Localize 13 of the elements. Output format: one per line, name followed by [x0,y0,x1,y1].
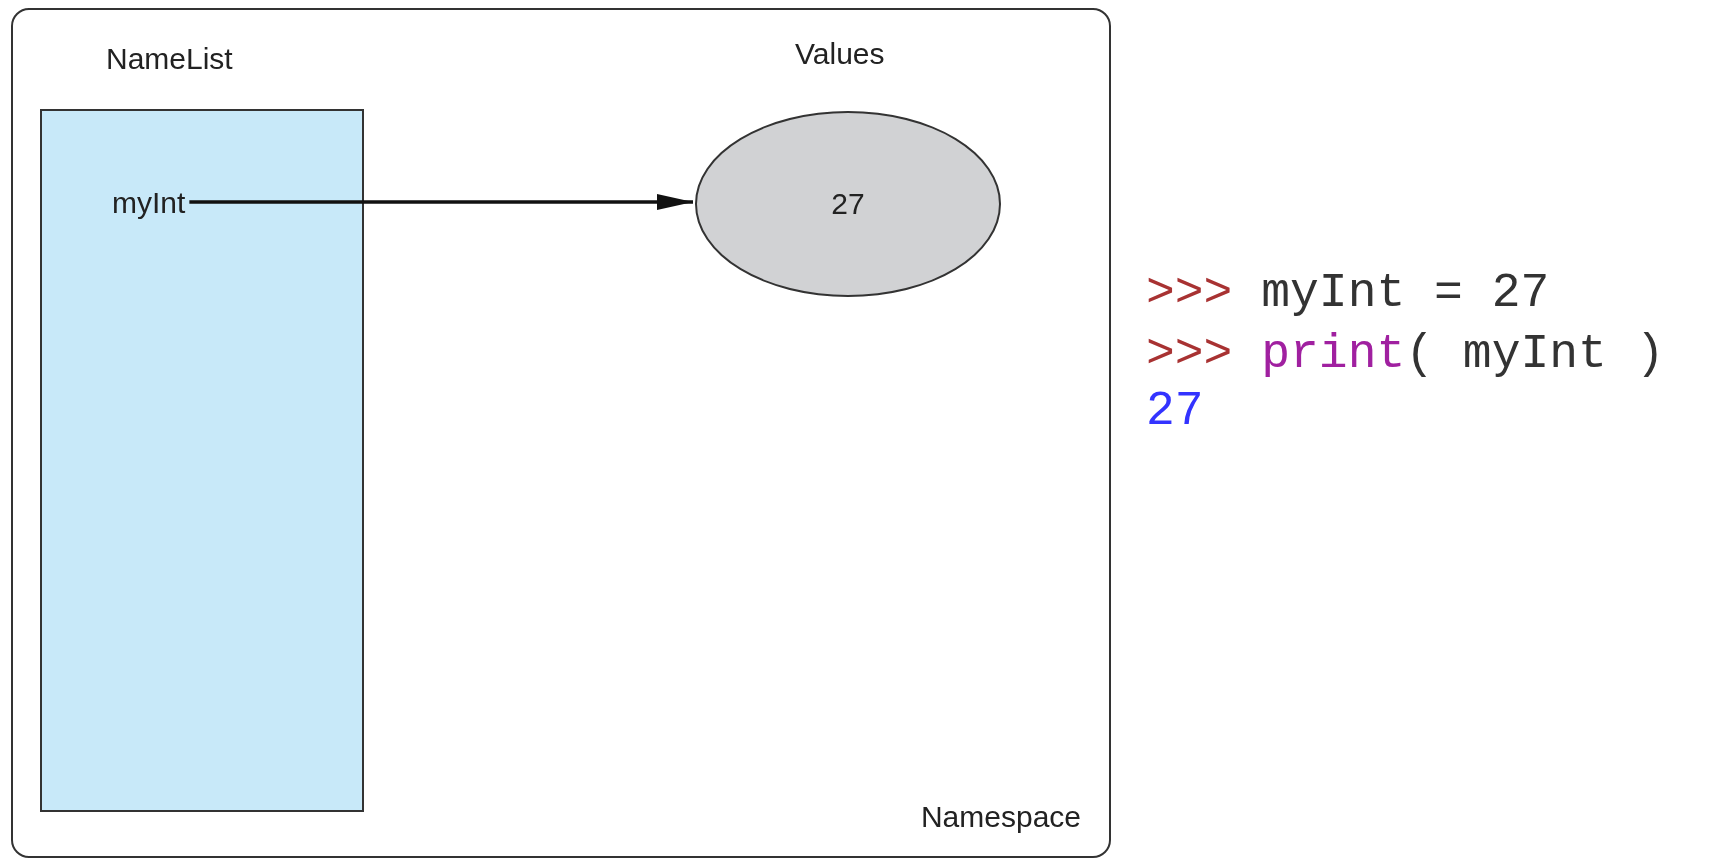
variable-name: myInt [112,180,186,226]
prompt-symbol: >>> [1146,266,1233,320]
prompt-symbol: >>> [1146,327,1233,381]
code-text: ( myInt ) [1405,327,1665,381]
namelist-heading: NameList [106,42,233,76]
output-text: 27 [1146,384,1204,438]
arrow [189,194,693,210]
code-text: myInt = 27 [1261,266,1550,320]
value-text: 27 [831,187,865,221]
namespace-frame [11,8,1111,858]
code-text: print [1261,327,1406,381]
namespace-label: Namespace [920,800,1081,834]
values-heading: Values [795,37,885,71]
